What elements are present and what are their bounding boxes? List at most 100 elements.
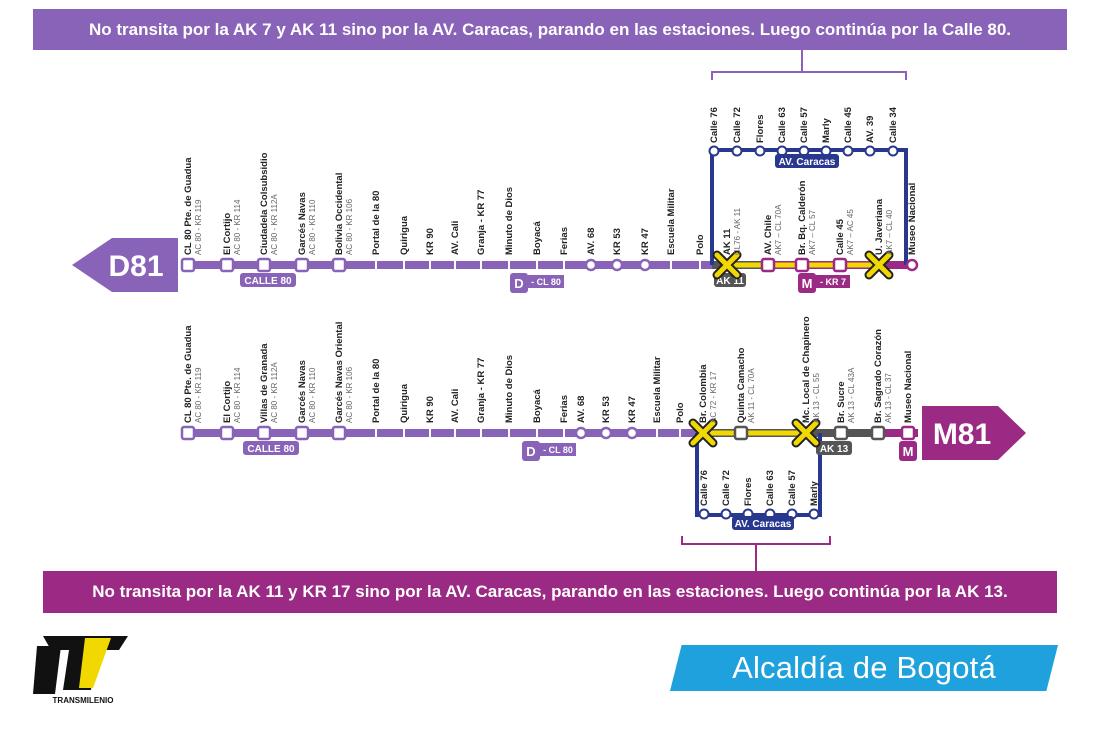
m81-station-sub-1: AC 80 - KR 114 <box>233 367 242 423</box>
d81-caracas-label-box <box>775 154 839 168</box>
m81-ak13-label: AK 13 <box>820 444 849 455</box>
m81-bracket <box>681 536 831 545</box>
d81-detour-dot-7 <box>864 145 876 157</box>
m81-d-letter: D <box>526 444 535 459</box>
m81-calle80-label: CALLE 80 <box>247 444 295 455</box>
d81-station-marker-2 <box>256 257 272 273</box>
m81-station-name-21: Br. Sucre <box>836 381 847 423</box>
route-m81-badge <box>922 406 1026 460</box>
d81-detour-dot-8 <box>887 145 899 157</box>
d81-station-marker-18 <box>712 250 742 280</box>
m81-station-sub-22: AK 13 - CL 37 <box>884 372 893 423</box>
m81-detour-station-name-0: Calle 76 <box>699 470 710 506</box>
d81-station-name-3: Garcés Navas <box>297 192 308 255</box>
m81-station-name-7: KR 90 <box>425 396 436 423</box>
d81-detour-station-name-0: Calle 76 <box>709 107 720 143</box>
d81-detour-station-name-8: Calle 34 <box>888 106 899 143</box>
m81-station-sub-18: AC 72 - KR 17 <box>709 371 718 423</box>
m81-station-marker-2 <box>256 425 272 441</box>
m81-cl80-box <box>540 443 576 456</box>
d81-station-sub-19: AK7 – CL 70A <box>774 204 783 255</box>
d81-station-name-13: AV. 68 <box>586 228 597 255</box>
d81-station-name-19: AV. Chile <box>763 215 774 255</box>
m81-station-sub-4: AC 80 - KR 106 <box>345 366 354 423</box>
d81-detour-dot-6 <box>842 145 854 157</box>
m81-station-marker-3 <box>294 425 310 441</box>
d81-station-name-11: Boyacá <box>532 220 543 255</box>
m81-ak13-box <box>816 441 852 455</box>
m81-station-name-1: El Cortijo <box>222 381 233 423</box>
m81-station-name-13: AV. 68 <box>576 396 587 423</box>
m81-detour-dot-1 <box>720 508 732 520</box>
m81-station-name-16: Escuela Militar <box>652 356 663 423</box>
m81-station-name-12: Ferias <box>559 395 570 423</box>
m81-station-marker-1 <box>219 425 235 441</box>
m81-station-marker-21 <box>833 425 849 441</box>
m81-detour-station-name-5: Marly <box>809 480 820 506</box>
m81-station-marker-19 <box>733 425 749 441</box>
m81-caracas-label-box <box>732 516 794 530</box>
d81-station-name-2: Ciudadela Colsubsidio <box>259 152 270 255</box>
d81-station-sub-21: AK7 – AC 45 <box>846 209 855 255</box>
d81-station-name-23: Museo Nacional <box>907 183 918 255</box>
d81-station-name-0: CL 80 Pte. de Guadua <box>183 157 194 255</box>
d81-station-name-16: Escuela Militar <box>666 188 677 255</box>
d81-detour-station-name-4: Calle 57 <box>799 107 810 143</box>
d81-station-name-9: Granja - KR 77 <box>476 190 487 255</box>
m81-detour-station-name-3: Calle 63 <box>765 470 776 506</box>
m81-station-name-17: Polo <box>675 402 686 423</box>
m81-station-name-19: Quinta Camacho <box>736 347 747 423</box>
m81-station-name-2: Villas de Granada <box>259 343 270 423</box>
d81-detour-dot-1 <box>731 145 743 157</box>
route-d81-diagram: D81 AV. Caracas CALLE 80 D - CL 80 AK 11… <box>72 50 919 293</box>
d81-station-marker-21 <box>832 257 848 273</box>
d81-ak11-label: AK 11 <box>716 276 744 287</box>
d81-detour-station-name-6: Calle 45 <box>843 106 854 143</box>
m81-station-sub-20: AK 13 - CL 55 <box>812 372 821 423</box>
d81-station-name-5: Portal de la 80 <box>371 191 382 255</box>
d81-station-marker-4 <box>331 257 347 273</box>
m81-detour-dot-0 <box>698 508 710 520</box>
d81-station-name-4: Bolivia Occidental <box>334 173 345 255</box>
d81-detour-dot-2 <box>754 145 766 157</box>
m81-cl80-label: - CL 80 <box>543 445 573 455</box>
m81-station-name-3: Garcés Navas <box>297 360 308 423</box>
d81-d-letter: D <box>514 276 523 291</box>
top-route-notice: No transita por la AK 7 y AK 11 sino por… <box>33 9 1067 50</box>
m81-station-marker-15 <box>625 426 639 440</box>
m81-station-marker-22 <box>870 425 886 441</box>
d81-m-box <box>798 273 816 293</box>
m81-station-name-11: Boyacá <box>532 388 543 423</box>
m81-station-marker-23 <box>900 425 916 441</box>
m81-station-marker-13 <box>574 426 588 440</box>
route-d81-code: D81 <box>108 250 163 283</box>
m81-station-marker-0 <box>180 425 196 441</box>
d81-station-sub-0: AC 80 - KR 119 <box>194 199 203 255</box>
d81-station-marker-14 <box>610 258 624 272</box>
m81-station-marker-14 <box>599 426 613 440</box>
d81-station-sub-3: AC 80 - KR 110 <box>308 199 317 255</box>
m81-caracas-detour <box>695 433 822 517</box>
d81-station-name-18: AK 11 <box>722 228 733 255</box>
m81-station-name-9: Granja - KR 77 <box>476 358 487 423</box>
d81-station-name-14: KR 53 <box>612 228 623 255</box>
d81-station-name-1: El Cortijo <box>222 213 233 255</box>
d81-station-sub-1: AC 80 - KR 114 <box>233 199 242 255</box>
d81-station-name-6: Quirigua <box>399 215 410 255</box>
m81-caracas-label: AV. Caracas <box>735 519 792 530</box>
d81-detour-station-name-3: Calle 63 <box>777 107 788 143</box>
route-d81-badge <box>72 238 178 292</box>
m81-station-name-15: KR 47 <box>627 396 638 423</box>
d81-station-name-20: Br. Bq. Calderón <box>797 180 808 255</box>
d81-station-marker-1 <box>219 257 235 273</box>
route-m81-diagram: M81 AV. Caracas CALLE 80 D - CL 80 AK 13… <box>180 316 1026 571</box>
d81-m-letter: M <box>802 276 813 291</box>
m81-station-sub-2: AC 80 - KR 112A <box>270 362 279 423</box>
d81-detour-station-name-5: Marly <box>821 117 832 143</box>
d81-kr7-label: - KR 7 <box>820 277 846 287</box>
m81-station-marker-20 <box>791 418 821 448</box>
d81-station-sub-18: CL76 - AK 11 <box>733 207 742 255</box>
m81-station-sub-19: AK 11 - CL 70A <box>747 368 756 423</box>
d81-cl80-box <box>528 275 564 288</box>
